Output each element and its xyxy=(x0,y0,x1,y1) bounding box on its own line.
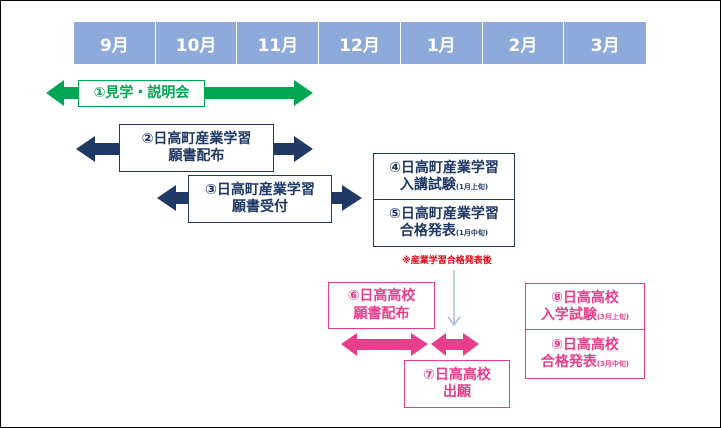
step-8-timing: (3月上旬) xyxy=(596,313,630,321)
step-9-sublabel: 合格発表 xyxy=(540,354,597,370)
step-5-detail: 合格発表(1月中旬) xyxy=(400,223,488,241)
step-4-sublabel: 入講試験 xyxy=(399,177,456,193)
step-4-timing: (1月上旬) xyxy=(455,183,489,191)
step-9-detail: 合格発表(3月中旬) xyxy=(541,354,629,372)
month-jan: 1月 xyxy=(400,22,483,64)
step-5-box: ⑤日高町産業学習 合格発表(1月中旬) xyxy=(373,199,515,247)
step-8-label: ⑧日高高校 xyxy=(551,289,619,306)
step-4-detail: 入講試験(1月上旬) xyxy=(400,177,488,195)
step-8-sublabel: 入学試験 xyxy=(540,307,597,323)
month-dec: 12月 xyxy=(319,22,401,64)
step-6-sublabel: 願書配布 xyxy=(353,305,410,322)
step-1-label: ①見学・説明会 xyxy=(93,84,190,101)
step-3-label: ③日高町産業学習 xyxy=(205,181,315,198)
step-2-box: ②日高町産業学習 願書配布 xyxy=(119,124,274,172)
step-5-sublabel: 合格発表 xyxy=(399,223,456,239)
note-after-results: ※産業学習合格発表後 xyxy=(402,256,492,266)
month-oct: 10月 xyxy=(155,22,238,64)
step-6-label: ⑥日高高校 xyxy=(347,288,416,304)
step-9-label: ⑨日高高校 xyxy=(551,336,619,353)
step-6-box: ⑥日高高校 願書配布 xyxy=(328,282,435,329)
step-9-timing: (3月中旬) xyxy=(596,360,630,368)
step-3-sublabel: 願書受付 xyxy=(232,199,288,215)
step-2-sublabel: 願書配布 xyxy=(168,148,225,164)
arrow-step6 xyxy=(341,333,428,356)
month-nov: 11月 xyxy=(237,22,320,64)
step-7-box: ⑦日高高校 出願 xyxy=(404,360,510,408)
arrow-step7 xyxy=(431,333,479,356)
step-1-box: ①見学・説明会 xyxy=(78,80,205,107)
step-2-label: ②日高町産業学習 xyxy=(141,130,252,147)
month-header: 9月 10月 11月 12月 1月 2月 3月 xyxy=(74,22,647,64)
step-3-box: ③日高町産業学習 願書受付 xyxy=(188,175,332,223)
step-7-sublabel: 出願 xyxy=(443,384,471,400)
step-8-detail: 入学試験(3月上旬) xyxy=(541,307,629,325)
step-4-box: ④日高町産業学習 入講試験(1月上旬) xyxy=(373,153,515,201)
month-sep: 9月 xyxy=(74,22,156,64)
step-5-label: ⑤日高町産業学習 xyxy=(389,205,499,222)
step-5-timing: (1月中旬) xyxy=(455,229,489,237)
step-8-box: ⑧日高高校 入学試験(3月上旬) xyxy=(525,283,645,331)
step-4-label: ④日高町産業学習 xyxy=(389,159,499,176)
step-7-label: ⑦日高高校 xyxy=(423,366,491,383)
month-feb: 2月 xyxy=(482,22,565,64)
month-mar: 3月 xyxy=(564,22,647,64)
step-9-box: ⑨日高高校 合格発表(3月中旬) xyxy=(525,329,645,379)
down-arrow-head xyxy=(447,316,461,326)
